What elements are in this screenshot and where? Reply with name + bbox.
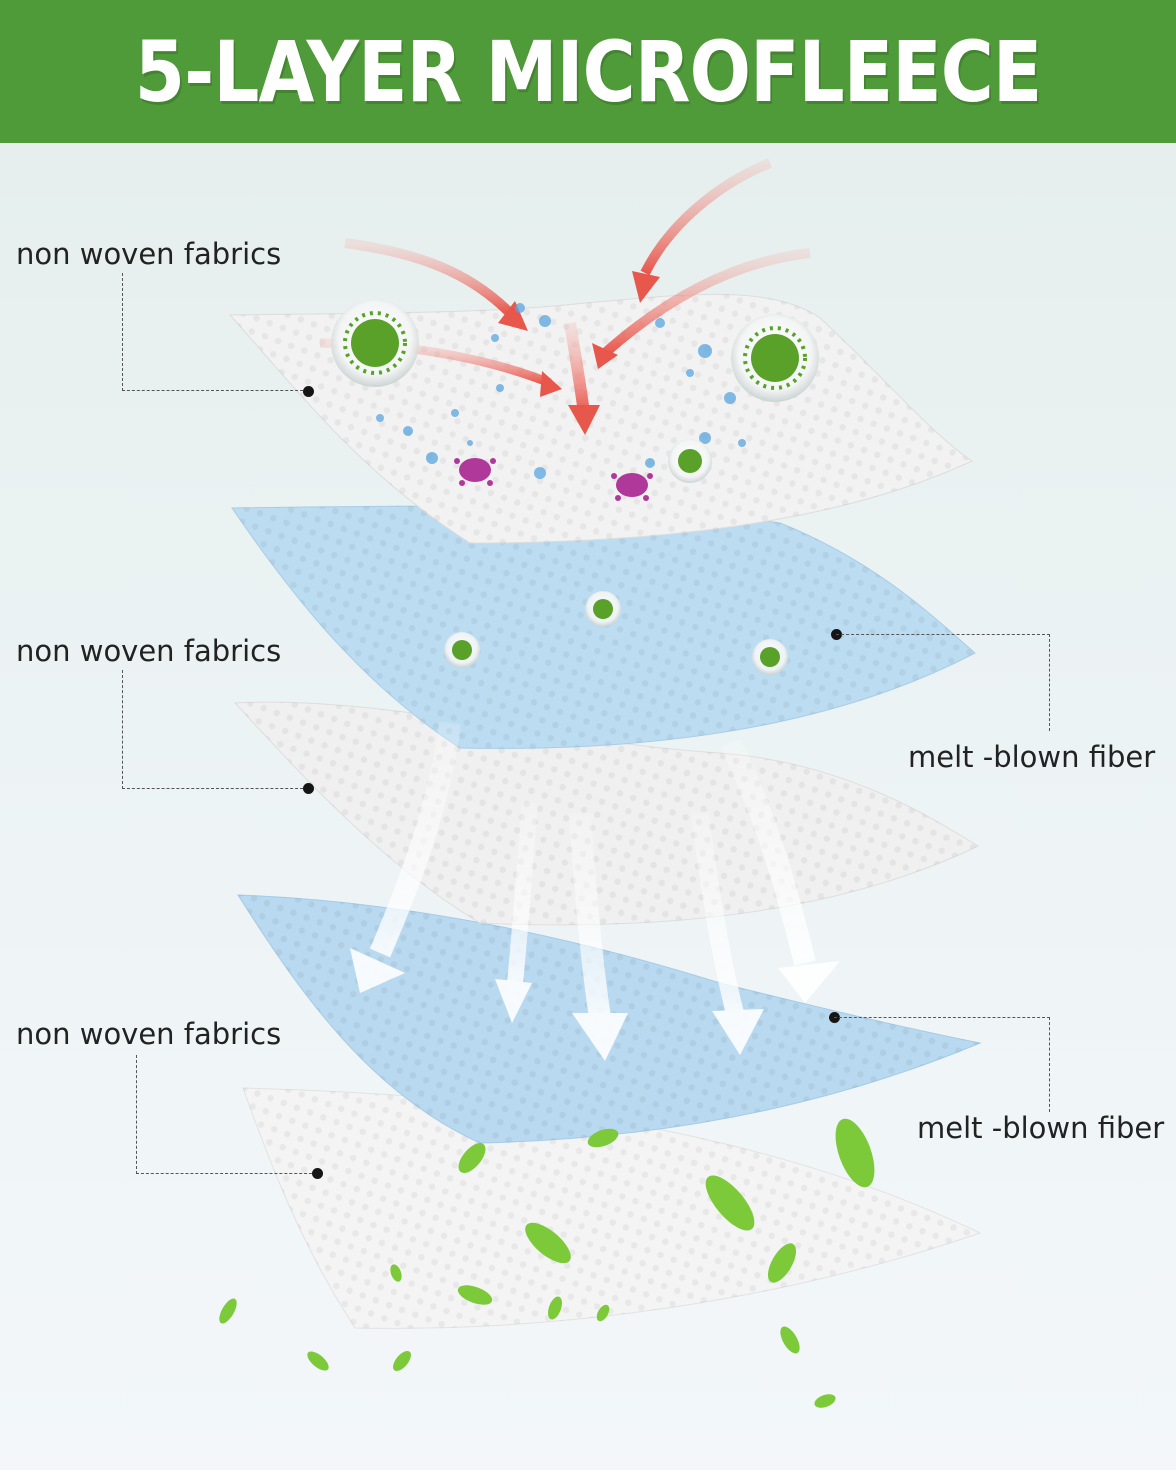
leader-line-layer-2 [836, 634, 1050, 731]
layers-illustration [219, 158, 982, 1408]
leader-line-layer-4 [834, 1017, 1050, 1112]
pointer-dot-layer-5 [312, 1168, 323, 1179]
layer-2-meltblown [231, 505, 976, 749]
white-arrow-icon [350, 721, 840, 1061]
pointer-dot-layer-1 [303, 386, 314, 397]
bacteria-icon [454, 458, 653, 501]
page-title: 5-LAYER MICROFLEECE [134, 22, 1042, 121]
leader-line-layer-3 [122, 670, 308, 789]
leader-line-layer-1 [122, 273, 308, 391]
leader-line-layer-5 [136, 1055, 317, 1174]
leaf-icon [219, 1118, 875, 1408]
label-layer-2: melt -blown fiber [908, 740, 1156, 774]
virus-icon [331, 299, 819, 675]
title-banner: 5-LAYER MICROFLEECE [0, 0, 1176, 143]
label-layer-3: non woven fabrics [16, 634, 282, 668]
pointer-dot-layer-3 [303, 783, 314, 794]
layer-5-nonwoven [242, 1087, 982, 1329]
label-layer-4: melt -blown fiber [917, 1111, 1165, 1145]
label-layer-5: non woven fabrics [16, 1017, 282, 1051]
illustration: non woven fabrics non woven fabrics non … [0, 143, 1176, 1470]
label-layer-1: non woven fabrics [16, 237, 282, 271]
particle-icon [376, 303, 746, 479]
